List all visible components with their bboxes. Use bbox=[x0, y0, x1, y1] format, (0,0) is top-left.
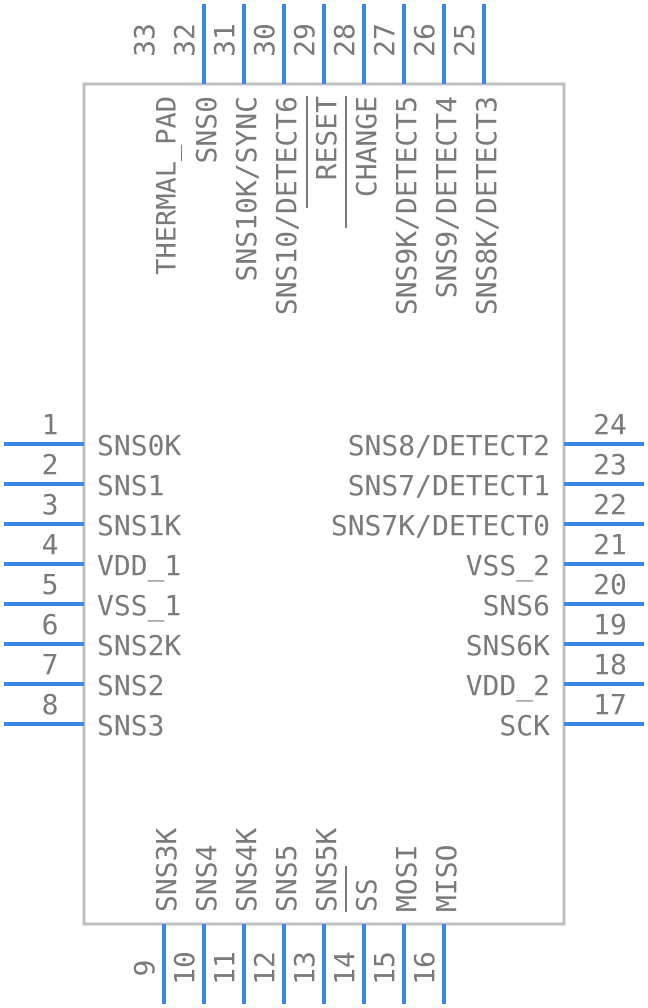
pin-label-vdd-1: VDD_1 bbox=[97, 549, 181, 583]
pin-label-vss-1: VSS_1 bbox=[97, 589, 181, 623]
pin-label-mosi: MOSI bbox=[390, 845, 423, 912]
pin-label-vdd-2: VDD_2 bbox=[466, 669, 550, 703]
overbars-layer bbox=[306, 96, 347, 912]
pin-number-23: 23 bbox=[593, 448, 627, 481]
pin-number-22: 22 bbox=[593, 488, 627, 521]
pin-label-sns5: SNS5 bbox=[270, 845, 303, 912]
pin-number-5: 5 bbox=[42, 568, 59, 601]
pin-label-sns9k-detect5: SNS9K/DETECT5 bbox=[390, 96, 423, 315]
pin-label-sns8-detect2: SNS8/DETECT2 bbox=[348, 429, 550, 462]
pin-label-sns4: SNS4 bbox=[190, 845, 223, 912]
pin-number-15: 15 bbox=[368, 951, 401, 985]
pin-label-vss-2: VSS_2 bbox=[466, 549, 550, 583]
pin-number-8: 8 bbox=[42, 688, 59, 721]
pin-number-32: 32 bbox=[168, 23, 201, 57]
pin-label-reset: RESET bbox=[310, 96, 343, 180]
pin-number-10: 10 bbox=[168, 951, 201, 985]
pin-number-16: 16 bbox=[408, 951, 441, 985]
pin-number-4: 4 bbox=[42, 528, 59, 561]
pin-number-6: 6 bbox=[42, 608, 59, 641]
pin-label-sns9-detect4: SNS9/DETECT4 bbox=[430, 96, 463, 298]
pin-number-13: 13 bbox=[288, 951, 321, 985]
pin-number-2: 2 bbox=[42, 448, 59, 481]
pin-label-sns1: SNS1 bbox=[97, 469, 164, 502]
pin-number-20: 20 bbox=[593, 568, 627, 601]
pin-label-sns5k: SNS5K bbox=[310, 828, 343, 912]
pin-label-sns3k: SNS3K bbox=[150, 828, 183, 912]
pin-number-9: 9 bbox=[128, 960, 161, 977]
pin-label-sns4k: SNS4K bbox=[230, 828, 263, 912]
pin-label-sns7k-detect0: SNS7K/DETECT0 bbox=[331, 509, 550, 542]
pin-number-1: 1 bbox=[42, 408, 59, 441]
pin-label-change: CHANGE bbox=[350, 96, 383, 197]
pin-number-14: 14 bbox=[328, 951, 361, 985]
pin-number-30: 30 bbox=[248, 23, 281, 57]
pin-number-31: 31 bbox=[208, 23, 241, 57]
pin-label-sns10-detect6: SNS10/DETECT6 bbox=[270, 96, 303, 315]
pin-number-11: 11 bbox=[208, 951, 241, 985]
pin-number-25: 25 bbox=[448, 23, 481, 57]
pin-label-sns3: SNS3 bbox=[97, 709, 164, 742]
pin-label-sns1k: SNS1K bbox=[97, 509, 181, 542]
pin-number-21: 21 bbox=[593, 528, 627, 561]
pins-layer bbox=[4, 4, 644, 1004]
pin-label-sns7-detect1: SNS7/DETECT1 bbox=[348, 469, 550, 502]
pin-label-sns2k: SNS2K bbox=[97, 629, 181, 662]
pin-label-sns8k-detect3: SNS8K/DETECT3 bbox=[470, 96, 503, 315]
pin-label-miso: MISO bbox=[430, 845, 463, 912]
pin-number-26: 26 bbox=[408, 23, 441, 57]
pin-number-28: 28 bbox=[328, 23, 361, 57]
pin-number-29: 29 bbox=[288, 23, 321, 57]
pin-number-17: 17 bbox=[593, 688, 627, 721]
pin-number-24: 24 bbox=[593, 408, 627, 441]
pin-label-sns0: SNS0 bbox=[190, 96, 223, 163]
pin-number-12: 12 bbox=[248, 951, 281, 985]
pin-number-33: 33 bbox=[128, 23, 161, 57]
pin-number-27: 27 bbox=[368, 23, 401, 57]
pin-number-3: 3 bbox=[42, 488, 59, 521]
pin-label-ss: SS bbox=[350, 878, 383, 912]
pin-label-sck: SCK bbox=[499, 709, 550, 742]
pin-number-18: 18 bbox=[593, 648, 627, 681]
pin-label-sns2: SNS2 bbox=[97, 669, 164, 702]
pin-label-sns0k: SNS0K bbox=[97, 429, 181, 462]
pin-label-sns6k: SNS6K bbox=[466, 629, 550, 662]
pin-label-sns10k-sync: SNS10K/SYNC bbox=[230, 96, 263, 281]
pin-number-7: 7 bbox=[42, 648, 59, 681]
pin-label-sns6: SNS6 bbox=[483, 589, 550, 622]
pin-label-thermal-pad: THERMAL_PAD bbox=[152, 96, 183, 275]
pin-number-19: 19 bbox=[593, 608, 627, 641]
